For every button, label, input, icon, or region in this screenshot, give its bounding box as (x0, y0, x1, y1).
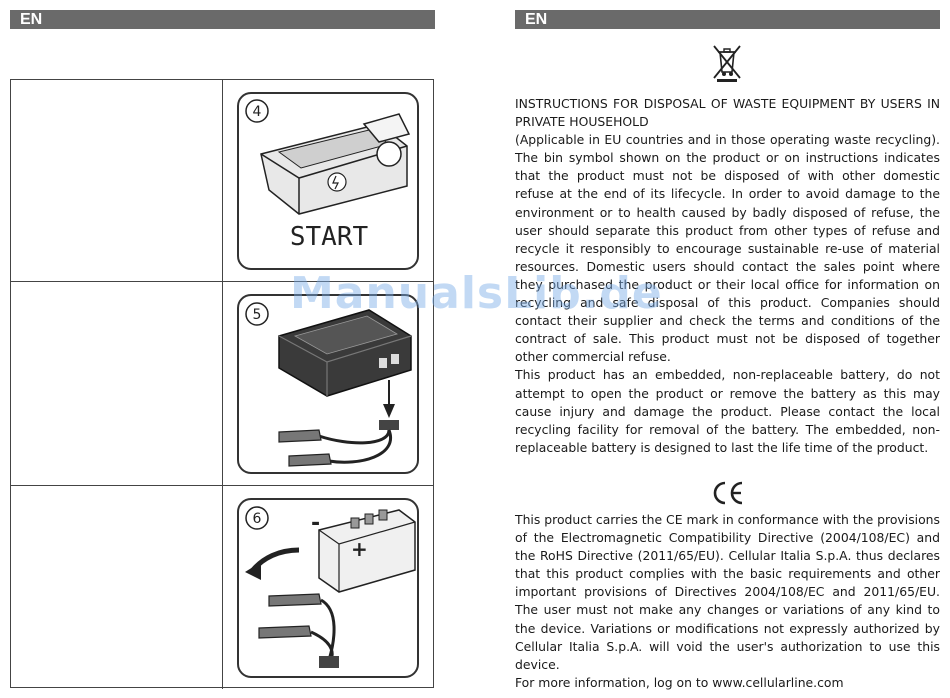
ce-text: This product carries the CE mark in conf… (515, 511, 940, 692)
step-row-4: 4 START (11, 80, 433, 282)
step-number-4: 4 (253, 104, 262, 120)
crossed-bin-icon (713, 45, 741, 82)
step-number-6: 6 (253, 511, 262, 527)
disposal-paragraph: (Applicable in EU countries and in those… (515, 132, 940, 365)
step-image-cell: 5 (223, 282, 433, 485)
start-button-illustration: 4 START (237, 92, 419, 270)
connect-clamps-illustration: 5 (237, 294, 419, 474)
step-image-cell: 6 - + (223, 486, 433, 689)
battery-paragraph: This product has an embedded, non-replac… (515, 367, 940, 455)
more-info-line: For more information, log on to www.cell… (515, 674, 844, 690)
step-row-6: 6 - + (11, 486, 433, 689)
battery-clamps-illustration: 6 - + (237, 498, 419, 678)
plus-sign: + (351, 537, 368, 561)
disposal-text: INSTRUCTIONS FOR DISPOSAL OF WASTE EQUIP… (515, 95, 940, 457)
step-text-cell (11, 282, 223, 485)
start-label: START (290, 222, 369, 252)
language-header-right: EN (515, 10, 940, 29)
step-row-5: 5 (11, 282, 433, 486)
step-number-5: 5 (253, 307, 262, 323)
step-text-cell (11, 80, 223, 281)
language-header-left: EN (10, 10, 435, 29)
ce-paragraph: This product carries the CE mark in conf… (515, 512, 940, 672)
minus-sign: - (311, 511, 320, 536)
disposal-title: INSTRUCTIONS FOR DISPOSAL OF WASTE EQUIP… (515, 96, 940, 130)
step-image-cell: 4 START (223, 80, 433, 281)
steps-table: 4 START 5 (10, 79, 434, 689)
step-text-cell (11, 486, 223, 689)
ce-mark-icon (713, 481, 743, 505)
